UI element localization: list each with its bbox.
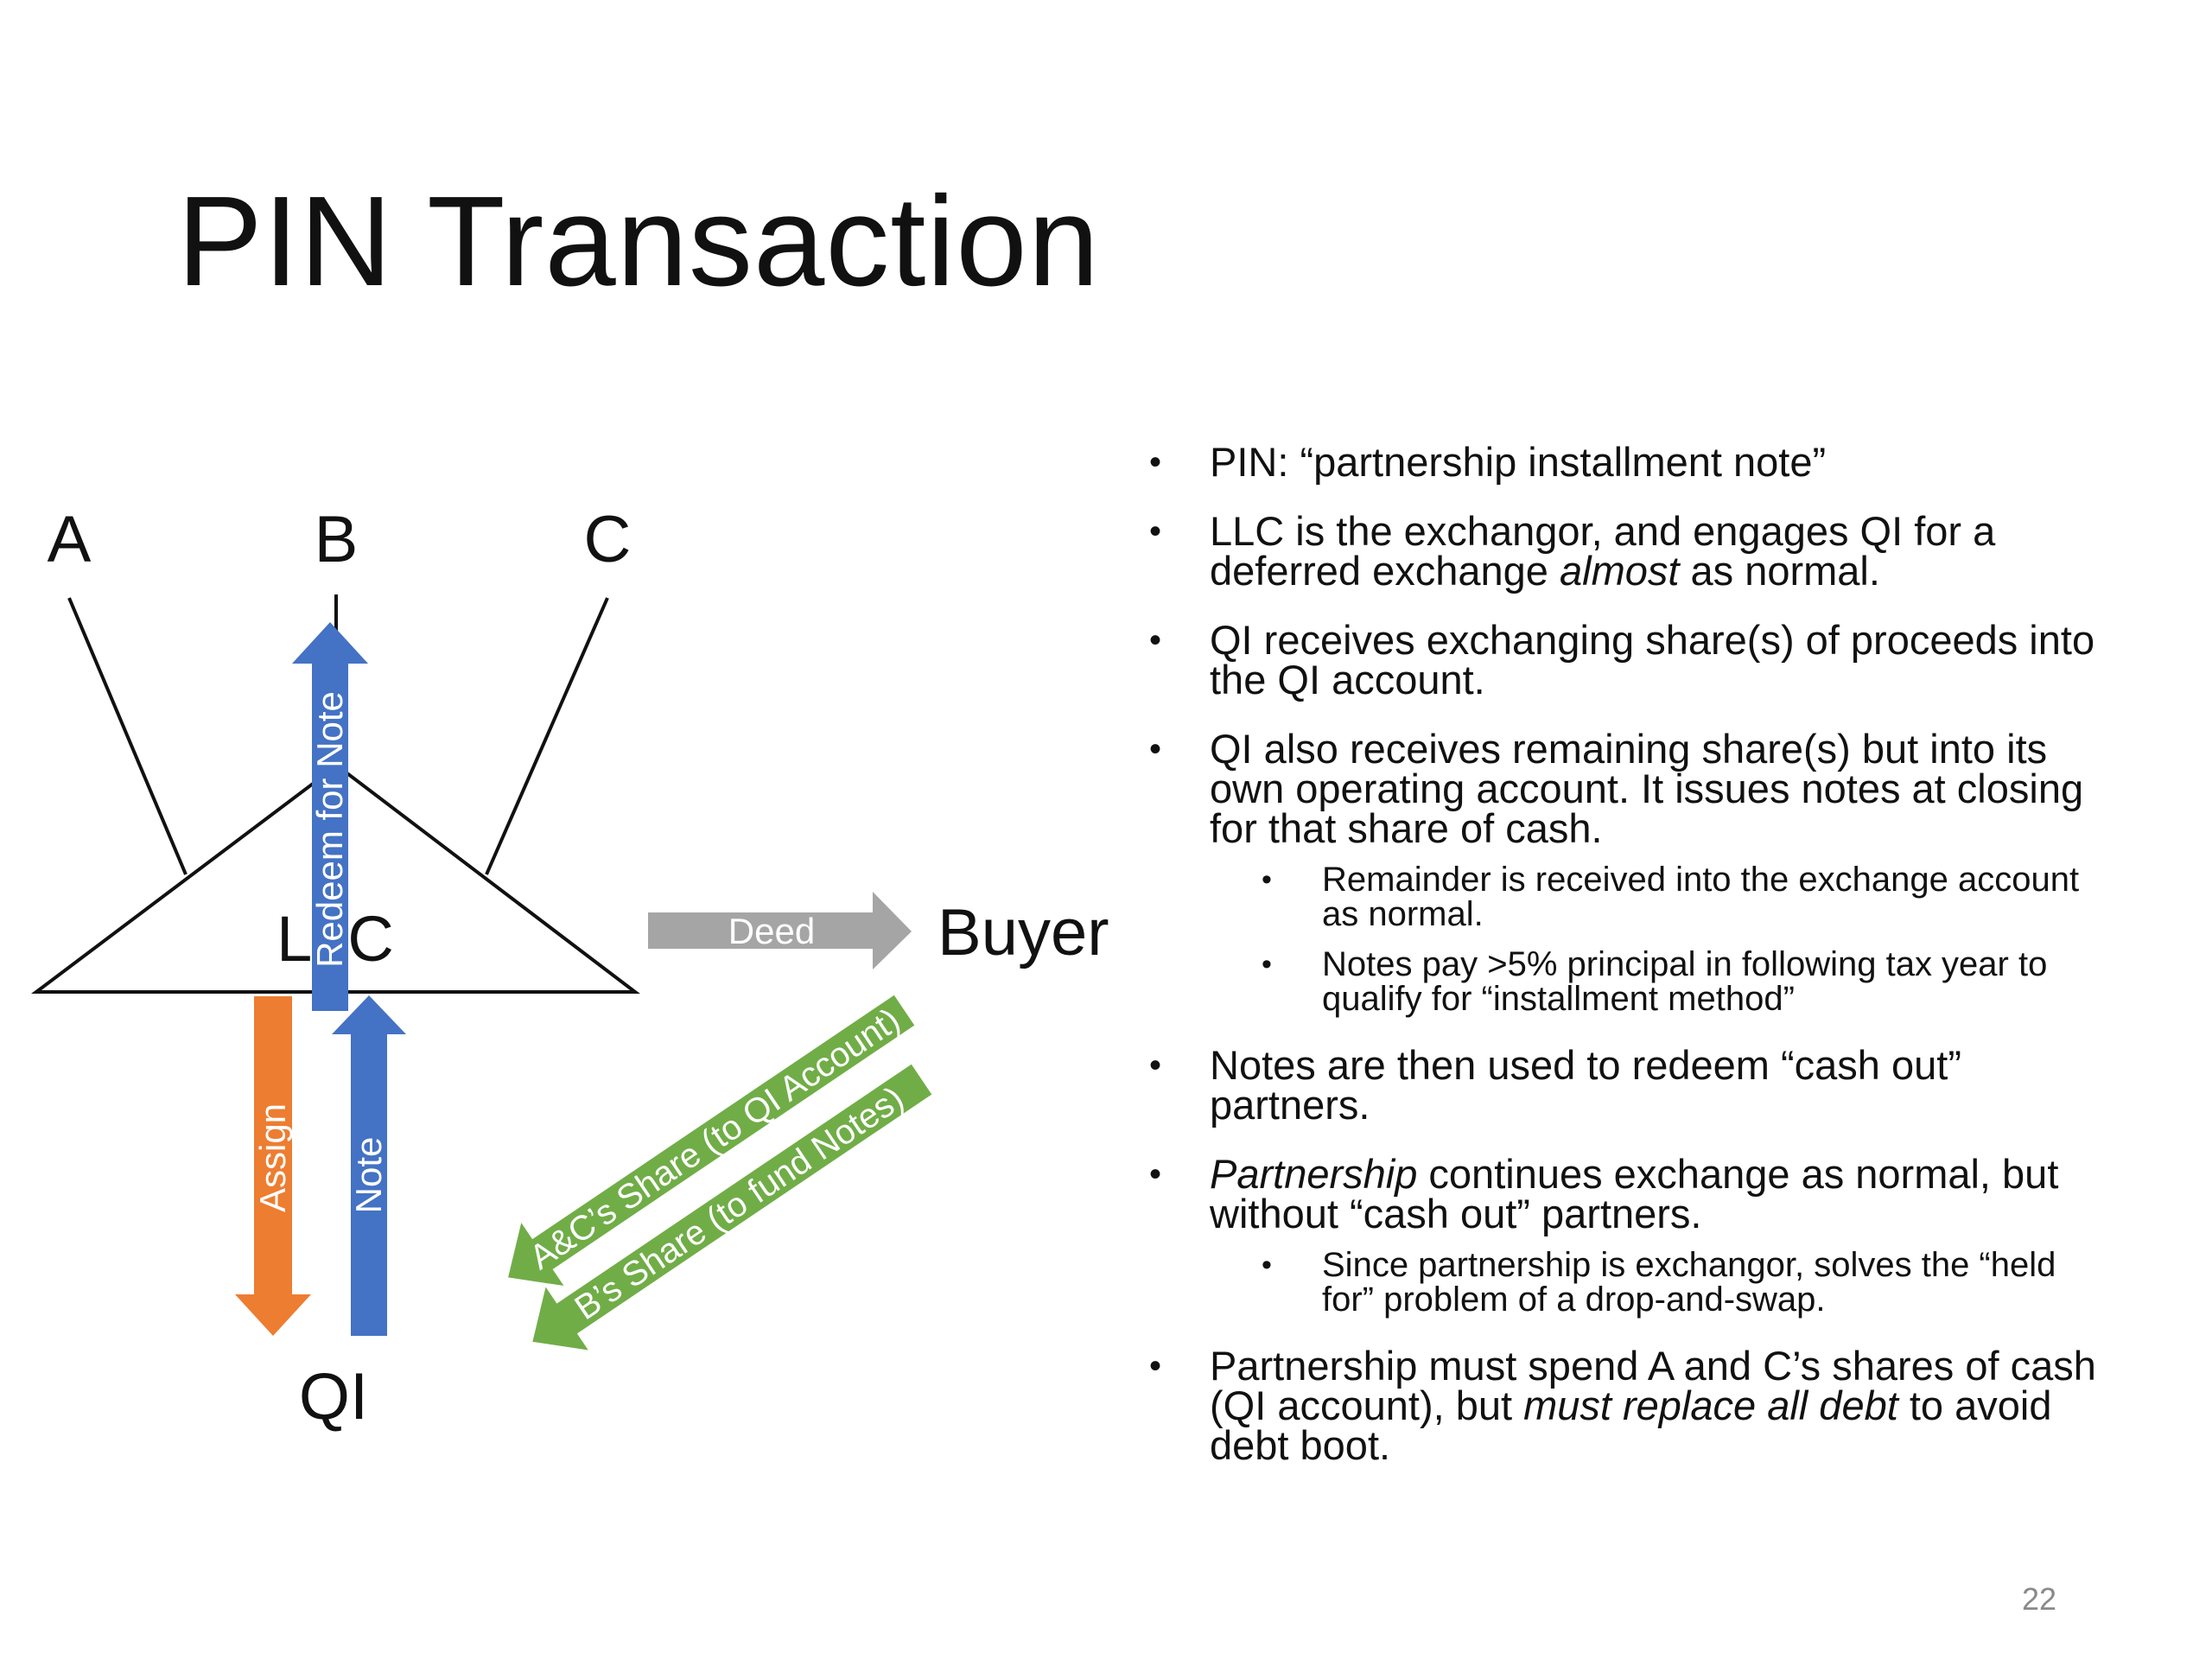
page-title: PIN Transaction bbox=[177, 170, 1100, 313]
redeem-for-note-arrow: Redeem for Note bbox=[292, 622, 368, 1011]
partner-a-label: A bbox=[48, 503, 92, 576]
note-arrow-label: Note bbox=[348, 1137, 389, 1214]
deed-arrow: Deed bbox=[648, 892, 912, 969]
buyer-label: Buyer bbox=[938, 896, 1109, 969]
pin-transaction-diagram: A B C LLC Redeem for Note Assign Note De… bbox=[31, 503, 1109, 1433]
redeem-arrow-label: Redeem for Note bbox=[309, 691, 350, 968]
deed-arrow-label: Deed bbox=[728, 911, 815, 951]
redeem-arrow-shape bbox=[292, 622, 368, 1011]
deed-arrow-shape bbox=[648, 892, 912, 969]
assign-arrow-shape bbox=[235, 996, 311, 1336]
bullet-pin-definition: PIN: “partnership installment note” bbox=[1149, 442, 2100, 482]
page-number: 22 bbox=[2022, 1581, 2057, 1617]
note-arrow: Note bbox=[332, 995, 406, 1336]
bullet-llc-exchangor: LLC is the exchangor, and engages QI for… bbox=[1149, 511, 2100, 591]
assign-arrow: Assign bbox=[235, 996, 311, 1336]
sub-bullet-notes-pay: Notes pay >5% principal in following tax… bbox=[1149, 947, 2100, 1016]
bullet-replace-debt: Partnership must spend A and C’s shares … bbox=[1149, 1345, 2100, 1465]
sub-bullet-held-for: Since partnership is exchangor, solves t… bbox=[1149, 1248, 2100, 1317]
line-a-to-llc bbox=[67, 597, 188, 875]
bullet-qi-operating-account: QI also receives remaining share(s) but … bbox=[1149, 728, 2100, 849]
partner-c-label: C bbox=[584, 503, 632, 576]
qi-label: QI bbox=[299, 1360, 368, 1433]
b-share-arrow-shape bbox=[532, 1064, 932, 1351]
line-c-to-llc bbox=[485, 597, 609, 875]
bullet-partnership-continues: Partnership continues exchange as normal… bbox=[1149, 1154, 2100, 1234]
partner-b-label: B bbox=[315, 503, 359, 576]
bullet-redeem-partners: Notes are then used to redeem “cash out”… bbox=[1149, 1045, 2100, 1125]
bullet-list: PIN: “partnership installment note” LLC … bbox=[1149, 442, 2100, 1495]
ac-share-arrow-shape bbox=[508, 995, 915, 1287]
sub-bullet-remainder: Remainder is received into the exchange … bbox=[1149, 862, 2100, 931]
note-arrow-shape bbox=[332, 995, 406, 1336]
bullet-qi-receives: QI receives exchanging share(s) of proce… bbox=[1149, 620, 2100, 700]
assign-arrow-label: Assign bbox=[252, 1103, 293, 1212]
